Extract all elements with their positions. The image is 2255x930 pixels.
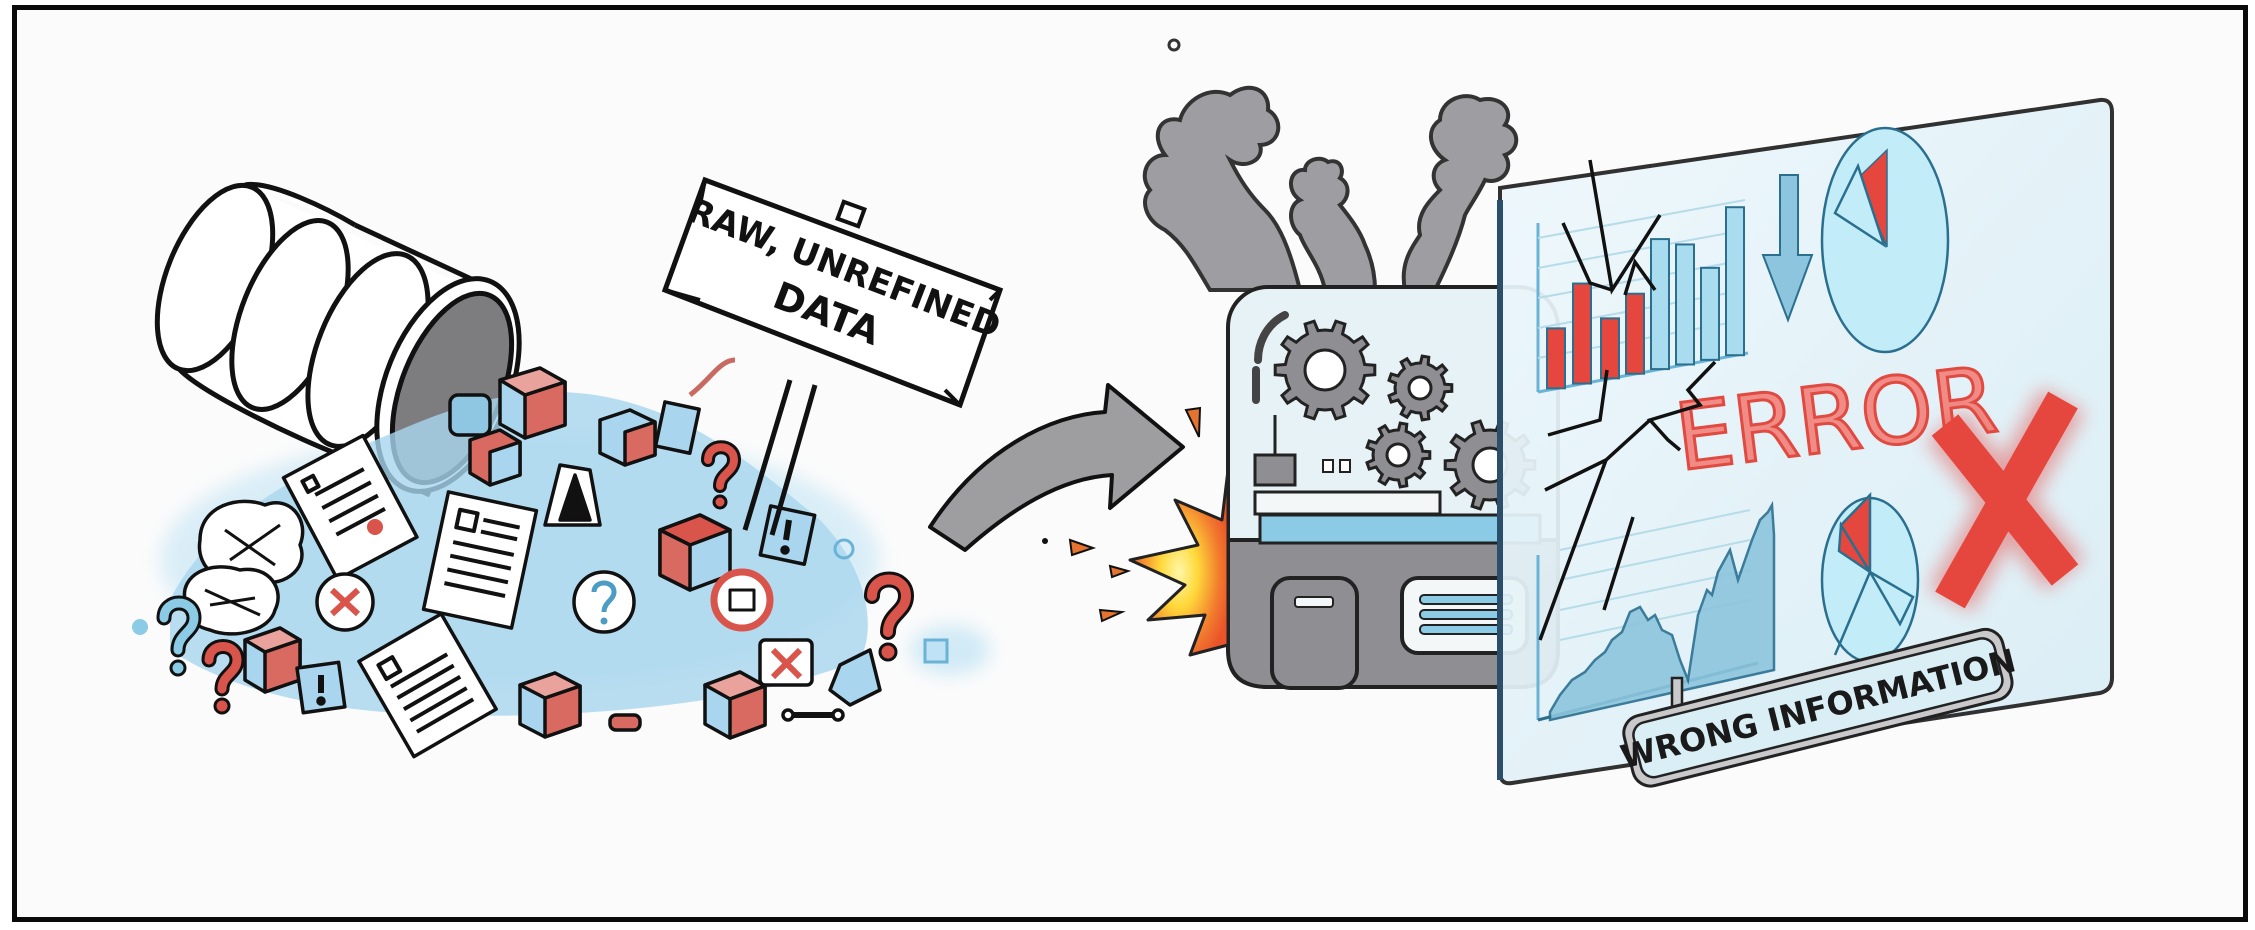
cube-icon xyxy=(468,428,522,487)
data-junk-pile xyxy=(170,357,882,759)
glass-crack xyxy=(1538,159,1717,641)
bubble-dot xyxy=(132,619,148,635)
cube-icon xyxy=(703,670,767,740)
chart-bar xyxy=(1600,317,1620,380)
document-icon xyxy=(357,612,498,759)
shard-icon xyxy=(828,648,882,707)
gear-hole xyxy=(1407,375,1433,401)
cube-icon xyxy=(518,671,582,739)
x-mark-icon xyxy=(1925,387,2085,613)
floating-ring xyxy=(833,538,855,560)
exclamation-card-icon xyxy=(758,504,817,566)
cube-icon xyxy=(498,366,567,440)
area-chart-icon xyxy=(1536,500,1776,722)
chart-bar xyxy=(1650,238,1670,371)
x-mark-icon xyxy=(315,572,375,632)
chart-bar xyxy=(1625,292,1645,375)
explosion-icon xyxy=(1128,468,1230,657)
sailboat-icon xyxy=(543,463,602,527)
cube-icon xyxy=(598,408,657,467)
cube-icon xyxy=(243,626,302,694)
chart-bar xyxy=(1546,327,1566,390)
bar-chart-icon xyxy=(1536,199,1749,394)
exclamation-card-icon xyxy=(295,660,347,715)
chart-bar xyxy=(1700,266,1720,361)
chart-bar xyxy=(1572,282,1592,385)
pie-chart-icon xyxy=(1820,491,1920,664)
question-bubble-icon xyxy=(572,570,636,634)
target-icon xyxy=(710,568,774,632)
speech-bubble-icon xyxy=(197,499,305,585)
gear-hole xyxy=(1385,442,1411,468)
document-icon xyxy=(421,490,539,630)
chart-bar xyxy=(1725,206,1745,357)
chart-bar xyxy=(1675,243,1695,366)
x-card-icon xyxy=(758,638,814,687)
curved-arrow-icon xyxy=(928,383,1202,623)
gear-hole xyxy=(1303,348,1347,392)
floating-cube xyxy=(923,638,949,664)
down-arrow-icon xyxy=(1761,174,1814,323)
speech-bubble-icon xyxy=(182,565,280,636)
smoke-icon xyxy=(1142,38,1519,292)
broken-machine xyxy=(1226,285,1560,690)
question-mark-icon xyxy=(156,440,915,715)
document-icon xyxy=(281,433,419,582)
pie-chart-icon xyxy=(1820,126,1950,354)
